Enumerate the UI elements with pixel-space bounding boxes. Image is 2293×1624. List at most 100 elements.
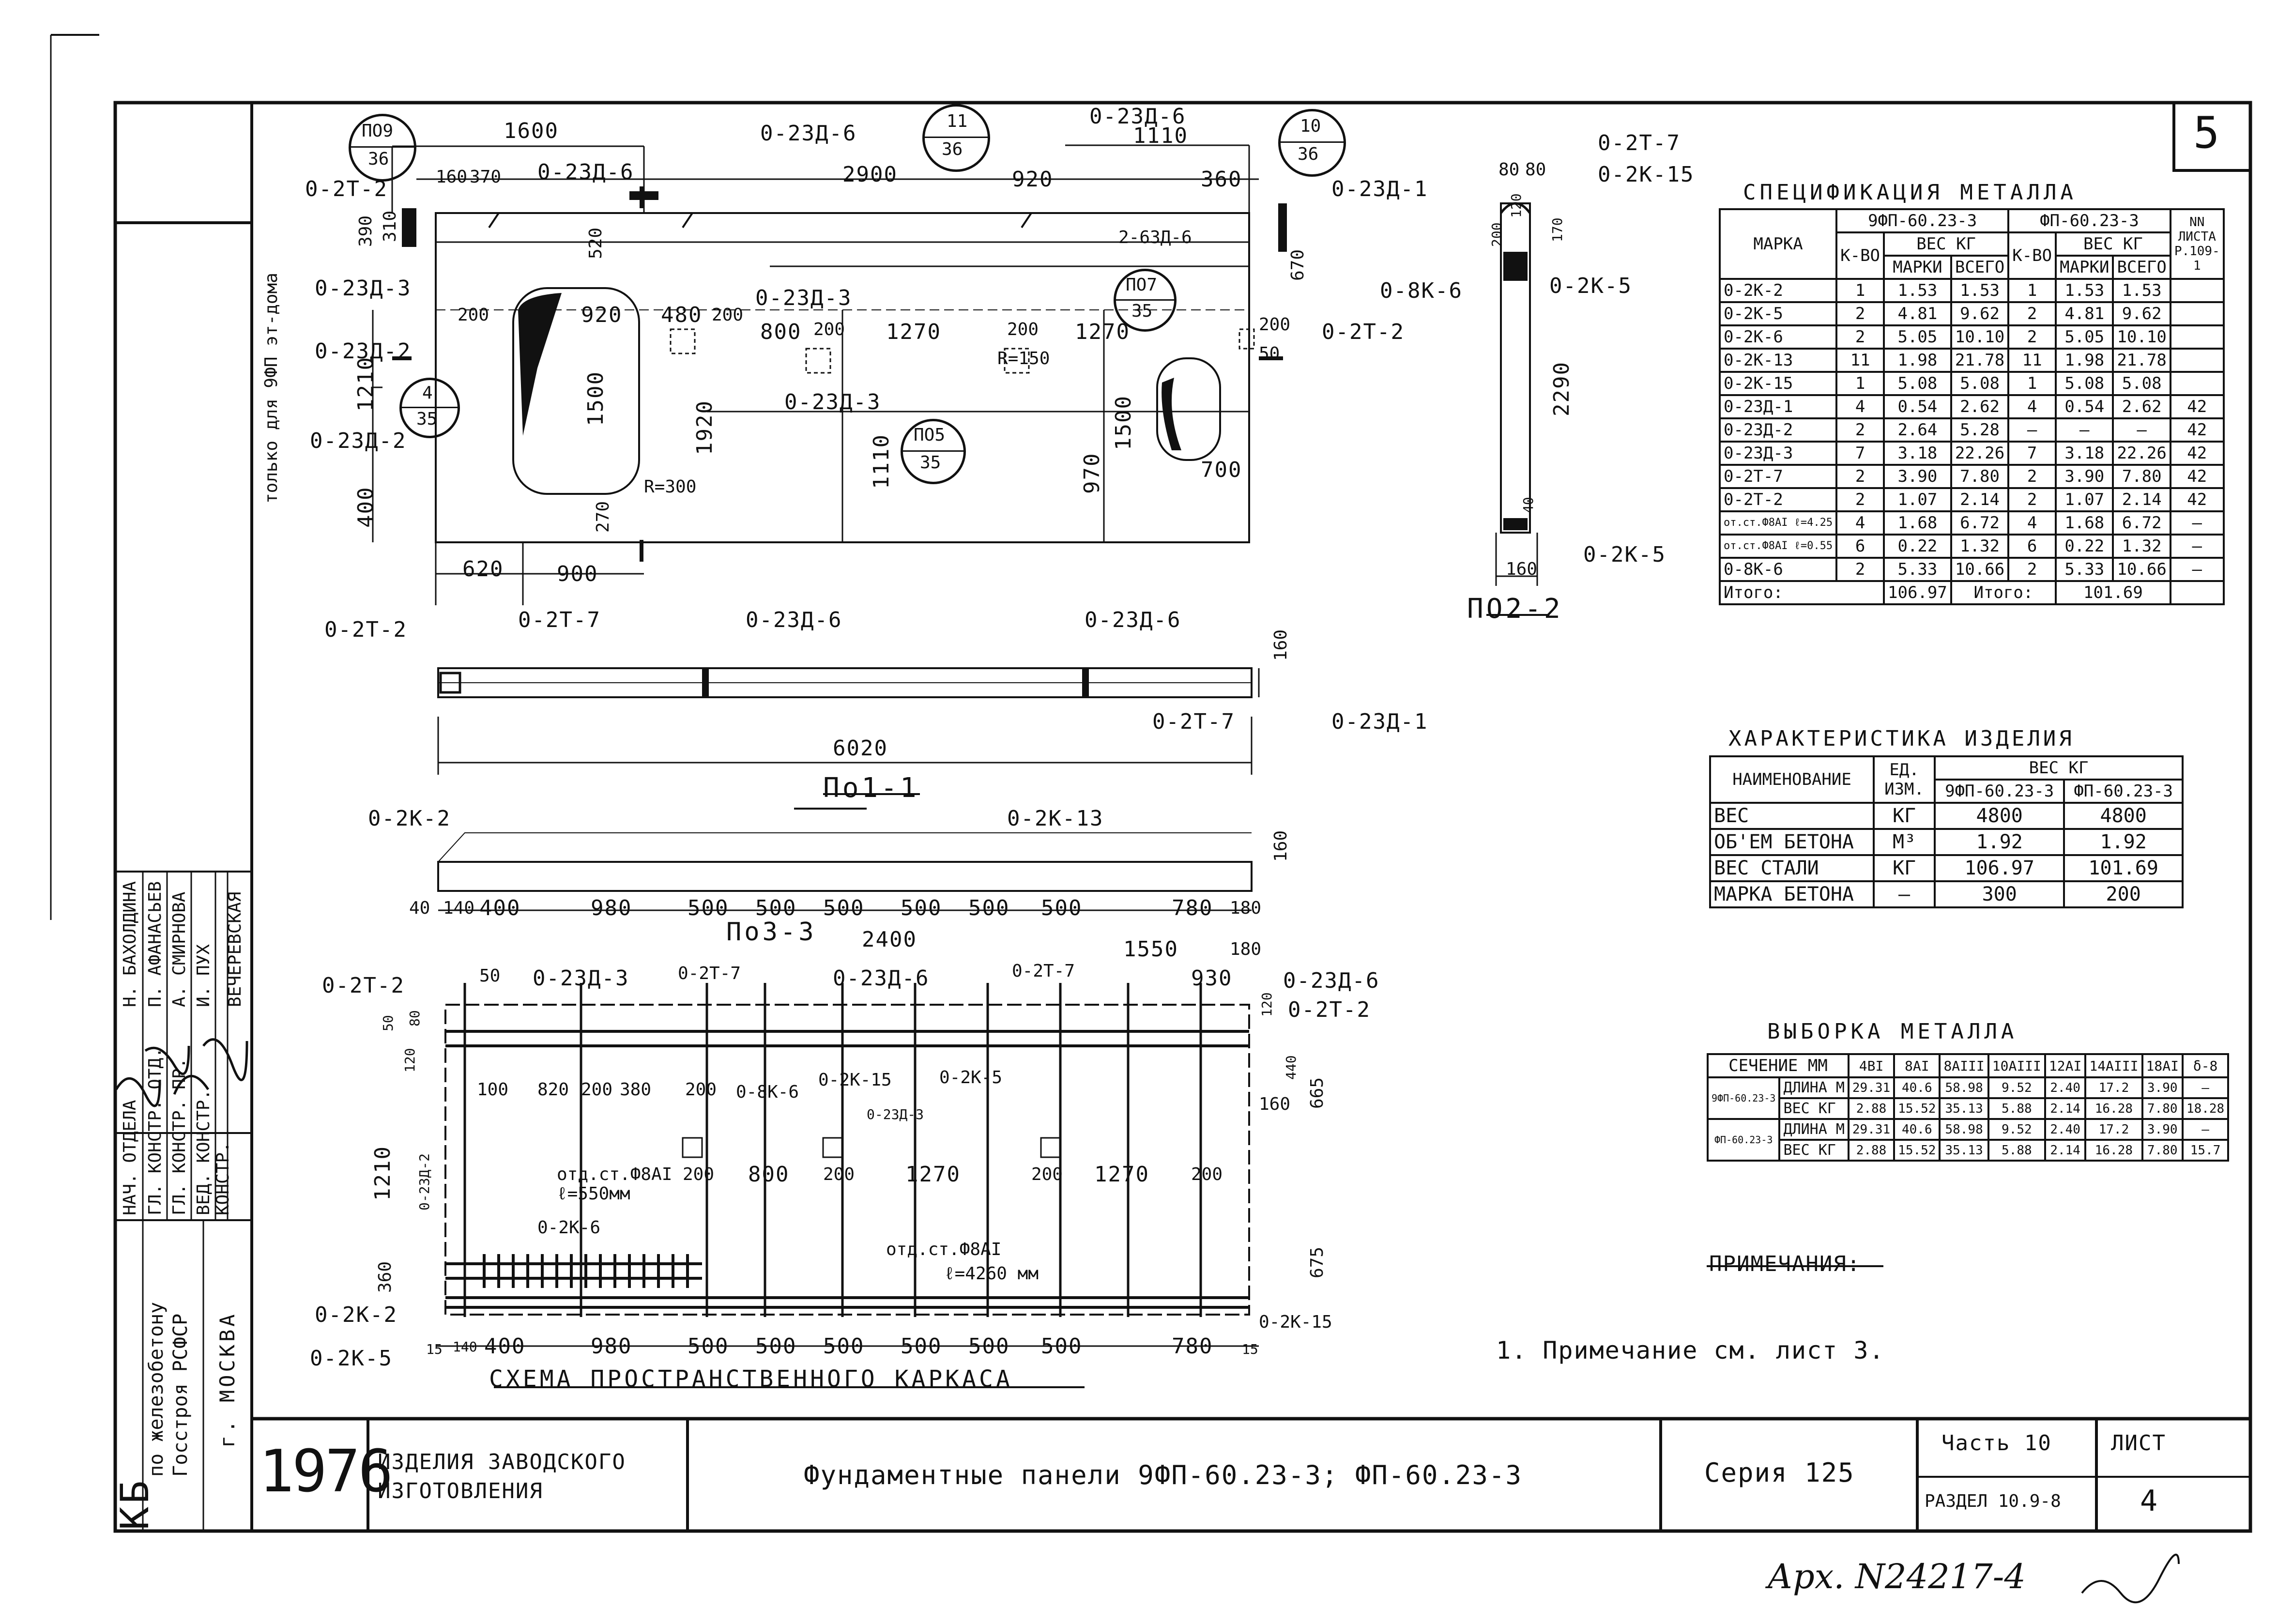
char-cell-a: 300 <box>1934 880 2065 908</box>
fs-dim-400: 400 <box>484 1334 526 1359</box>
spec-cell-m1: 5.08 <box>1883 371 1952 396</box>
sample-row-label: ДЛИНА М <box>1778 1118 1850 1141</box>
spec-col-total1: ВСЕГО <box>1950 255 2010 280</box>
spec-cell-m1: 3.18 <box>1883 441 1952 466</box>
sample-row-label: ВЕС КГ <box>1778 1139 1850 1162</box>
org-city: г. МОСКВА <box>215 1311 239 1448</box>
fs-dim-500d: 500 <box>901 1334 942 1359</box>
s22-label-o2k5-a: 0-2К-5 <box>1549 274 1632 298</box>
char-col-b: ФП-60.23-3 <box>2063 779 2184 804</box>
char-table: НАИМЕНОВАНИЕ ЕД. ИЗМ. ВЕС КГ 9ФП-60.23-3… <box>1709 755 2184 908</box>
spec-cell-m2: 0.54 <box>2055 394 2114 419</box>
tb-sheet-label: ЛИСТ <box>2111 1431 2166 1455</box>
label-o2t2-right: 0-2Т-2 <box>1322 320 1405 344</box>
fs-dim-200a: 200 <box>581 1080 613 1100</box>
spec-cell-m1: 5.05 <box>1883 324 1952 350</box>
s11-length: 6020 <box>833 736 888 761</box>
spec-cell-mark: 0-2Т-7 <box>1718 464 1838 489</box>
spec-cell-k1: 1 <box>1835 278 1885 303</box>
spec-cell-m1: 3.90 <box>1883 464 1952 489</box>
spec-cell-mark: 0-2К-6 <box>1718 324 1838 350</box>
spec-cell-t1: 9.62 <box>1950 301 2010 326</box>
spec-cell-k2: 2 <box>2007 301 2057 326</box>
spec-cell-mark: 0-8К-6 <box>1718 557 1838 582</box>
s22-dim-120: 120 <box>1508 193 1524 218</box>
sample-col-head: 4ВI <box>1847 1053 1896 1078</box>
dim-1110: 1110 <box>1133 123 1188 148</box>
spec-cell-k2: 2 <box>2007 557 2057 582</box>
label-o2t2: 0-2Т-2 <box>305 177 388 201</box>
spec-col-group1: 9ФП-60.23-3 <box>1835 208 2010 233</box>
spec-table: МАРКА 9ФП-60.23-3 ФП-60.23-3 NN ЛИСТА Р.… <box>1718 208 2225 605</box>
label-o23d3-center: 0-23Д-3 <box>784 390 881 414</box>
label-o23d1: 0-23Д-1 <box>1331 177 1428 201</box>
sample-cell: — <box>2181 1118 2230 1141</box>
sample-cell: 35.13 <box>1939 1139 1989 1162</box>
label-o23d6-top: 0-23Д-6 <box>760 121 857 146</box>
spec-cell-k2: 1 <box>2007 371 2057 396</box>
char-cell-b: 1.92 <box>2063 828 2184 856</box>
char-cell-unit: КГ <box>1873 854 1936 882</box>
callout-circle-po7: ПО7 35 <box>1114 269 1177 332</box>
dim-160: 160 <box>436 167 468 187</box>
sample-col-head: 8АI <box>1893 1053 1941 1078</box>
fs-label-o8k6: 0-8К-6 <box>736 1082 799 1102</box>
side-note: только для 9ФП эт-дома <box>261 273 281 504</box>
fs-dim-200b: 200 <box>685 1080 717 1100</box>
dim-390: 390 <box>356 215 376 247</box>
spec-col-markw2: МАРКИ <box>2055 255 2114 280</box>
stamp-person-3: И. ПУХ <box>194 944 214 1007</box>
sample-cell: 9.52 <box>1987 1118 2046 1141</box>
s22-dim-160: 160 <box>1506 559 1538 579</box>
spec-cell-mark: от.ст.Ф8АI ℓ=4.25 <box>1718 510 1838 536</box>
s11-height: 160 <box>1271 629 1291 661</box>
dim-200e: 200 <box>458 305 489 325</box>
s22-dim-80b: 80 <box>1525 160 1546 180</box>
spec-cell-sheet <box>2169 278 2225 303</box>
dim-1500b: 1500 <box>1111 395 1136 450</box>
spec-cell-m1: 0.22 <box>1883 534 1952 559</box>
spec-cell-sheet: 42 <box>2169 487 2225 512</box>
fs-dim-500c: 500 <box>823 1334 865 1359</box>
fs-label-o2k15-b: 0-2К-15 <box>1259 1312 1332 1332</box>
spec-cell-k1: 2 <box>1835 464 1885 489</box>
spec-cell-m1: 5.33 <box>1883 557 1952 582</box>
fs-dim-1270b: 1270 <box>1094 1162 1149 1187</box>
s22-dim-200: 200 <box>1489 222 1505 247</box>
spec-cell-mark: 0-23Д-3 <box>1718 441 1838 466</box>
spec-cell-sheet: 42 <box>2169 464 2225 489</box>
fs-dim-120a: 120 <box>1259 992 1275 1017</box>
fs-label-o2k5-b: 0-2К-5 <box>310 1346 393 1371</box>
spec-cell-k1: 2 <box>1835 487 1885 512</box>
sample-row-label: ВЕС КГ <box>1778 1097 1850 1120</box>
stamp-person-2: А. СМИРНОВА <box>169 891 189 1007</box>
spec-cell-m2: 0.22 <box>2055 534 2114 559</box>
s11-label-o2t2: 0-2Т-2 <box>324 617 407 642</box>
sample-group-name: 9ФП-60.23-3 <box>1706 1076 1781 1120</box>
dim-480: 480 <box>661 303 703 327</box>
spec-cell-t2: 9.62 <box>2112 301 2171 326</box>
spec-cell-m1: 1.07 <box>1883 487 1952 512</box>
stamp-role-1: ГЛ. КОНСТР. ОТД. <box>145 1047 165 1215</box>
sample-col-head: δ-8 <box>2181 1053 2230 1078</box>
spec-cell-m1: 4.81 <box>1883 301 1952 326</box>
stamp-role-0: НАЧ. ОТДЕЛА <box>120 1100 140 1215</box>
label-r150: R=150 <box>997 349 1050 368</box>
sample-col-head: 14АIII <box>2084 1053 2143 1078</box>
fs-dim-200f: 200 <box>1191 1164 1223 1184</box>
sample-title: ВЫБОРКА МЕТАЛЛА <box>1767 1019 2018 1044</box>
spec-cell-k2: 4 <box>2007 394 2057 419</box>
spec-col-weight2: ВЕС КГ <box>2055 231 2171 257</box>
char-cell-a: 4800 <box>1934 802 2065 830</box>
spec-col-group2: ФП-60.23-3 <box>2007 208 2171 233</box>
spec-cell-m2: — <box>2055 417 2114 443</box>
s33-label-o2k13: 0-2К-13 <box>1007 806 1104 831</box>
